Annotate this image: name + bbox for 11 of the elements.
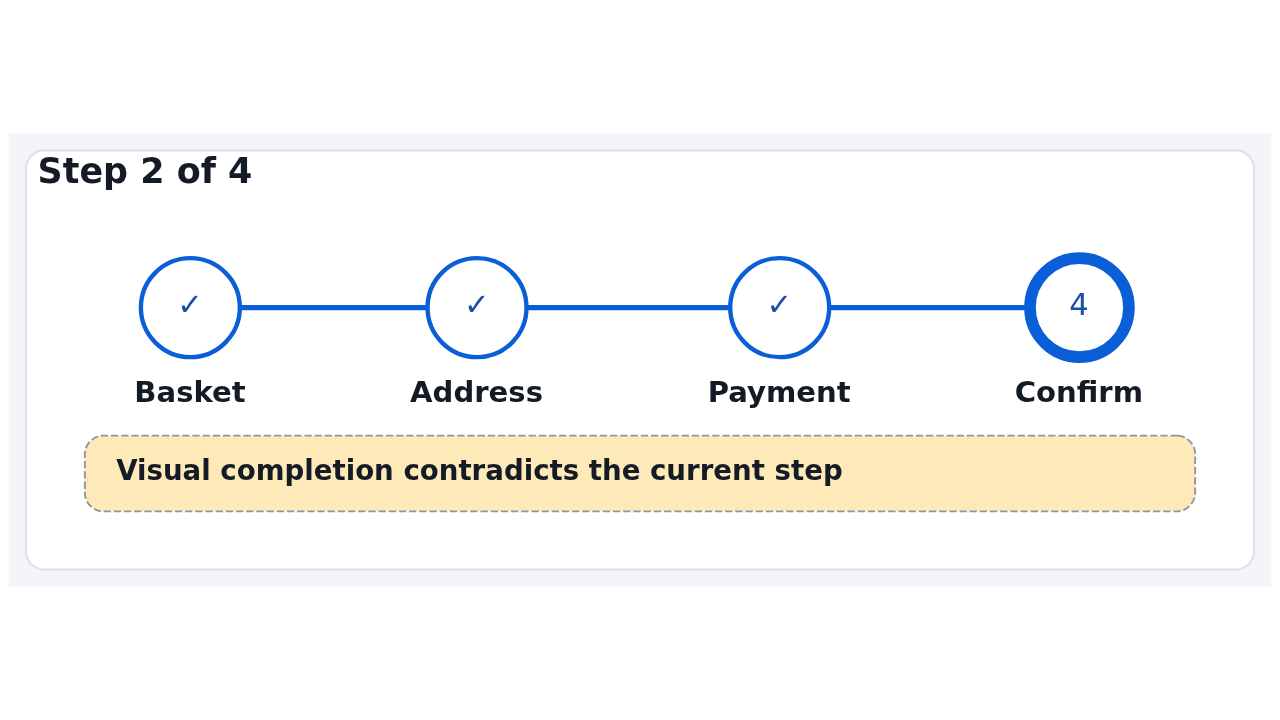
node-label: Payment: [707, 375, 851, 410]
node-circle: ✓: [425, 255, 529, 360]
node-circle: ✓: [728, 255, 832, 360]
connector: [526, 305, 730, 311]
node-label: Address: [410, 375, 543, 410]
node-label: Confirm: [1014, 375, 1143, 410]
node-box: Visual completion contradicts the current step: [83, 434, 1197, 513]
node-circle: ✓: [138, 255, 243, 360]
node-circle: 4: [1024, 252, 1135, 363]
connector: [240, 305, 428, 311]
node-label: Basket: [134, 375, 246, 410]
